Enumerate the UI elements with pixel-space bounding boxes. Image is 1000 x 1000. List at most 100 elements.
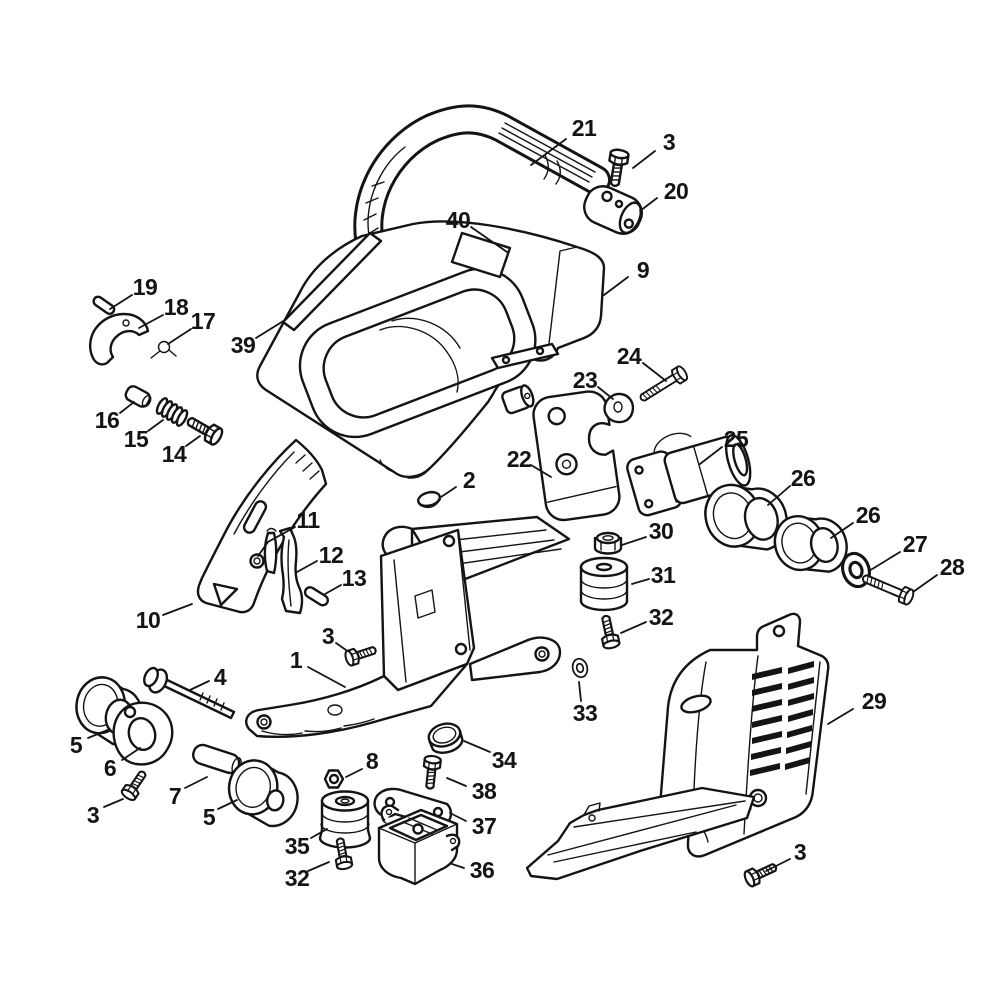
part-number-text: 10 xyxy=(136,607,161,633)
part-label-19: 19 xyxy=(109,274,158,310)
leader-line-26-b xyxy=(830,522,854,539)
part-label-3-a: 3 xyxy=(632,129,676,169)
part-number-text: 3 xyxy=(87,802,99,828)
leader-line-6 xyxy=(121,747,141,761)
leader-line-7 xyxy=(184,776,208,789)
leader-line-1 xyxy=(307,666,346,688)
part-label-15: 15 xyxy=(124,419,164,452)
leader-line-32-a xyxy=(620,621,647,634)
part-label-14: 14 xyxy=(162,435,201,467)
part-number-text: 2 xyxy=(463,467,475,493)
part-number-text: 3 xyxy=(322,623,334,649)
leader-line-39 xyxy=(255,319,286,339)
part-screw-3d xyxy=(741,858,781,889)
part-label-32-b: 32 xyxy=(285,861,330,891)
part-number-text: 32 xyxy=(649,604,674,630)
part-bushing-26b xyxy=(773,515,848,573)
part-number-text: 33 xyxy=(573,700,598,726)
leader-line-3-b xyxy=(335,642,347,651)
leader-line-27 xyxy=(868,551,901,572)
part-label-17: 17 xyxy=(167,308,216,345)
leader-line-36 xyxy=(451,863,465,869)
leader-line-28 xyxy=(912,574,938,593)
part-label-34: 34 xyxy=(463,740,517,773)
part-number-text: 3 xyxy=(663,129,675,155)
part-bushing-26a xyxy=(704,483,788,551)
leader-line-15 xyxy=(147,419,164,432)
leader-line-9 xyxy=(603,276,629,296)
part-throttle-lever-18 xyxy=(88,312,150,366)
part-label-29: 29 xyxy=(827,688,887,725)
part-label-37: 37 xyxy=(449,812,497,839)
part-buffer-5b xyxy=(227,759,299,828)
part-screw-3b xyxy=(342,641,379,668)
part-number-text: 1 xyxy=(290,647,303,673)
part-spring-clip-17 xyxy=(150,340,177,359)
leader-line-14 xyxy=(185,435,201,447)
part-number-text: 36 xyxy=(470,857,495,883)
part-bolt-4 xyxy=(143,666,236,720)
part-screw-32a xyxy=(596,613,622,651)
part-trigger-blade-12 xyxy=(278,526,304,615)
part-number-text: 30 xyxy=(649,518,674,544)
part-label-8: 8 xyxy=(345,748,379,778)
part-number-text: 4 xyxy=(214,664,227,690)
part-number-text: 14 xyxy=(162,441,187,467)
part-label-24: 24 xyxy=(617,343,667,382)
part-number-text: 26 xyxy=(856,502,881,528)
part-screw-28 xyxy=(859,569,917,607)
part-label-3-c: 3 xyxy=(87,798,124,828)
leader-line-23 xyxy=(597,386,614,400)
leader-line-8 xyxy=(345,768,363,778)
part-buffer-31 xyxy=(579,556,629,612)
leader-line-19 xyxy=(109,294,133,310)
leader-line-33 xyxy=(578,681,582,702)
part-number-text: 5 xyxy=(203,804,216,830)
leader-line-35 xyxy=(310,828,328,839)
part-label-35: 35 xyxy=(285,828,328,859)
leader-line-16 xyxy=(119,401,135,414)
part-label-26-a: 26 xyxy=(767,465,816,506)
part-number-text: 11 xyxy=(296,507,320,533)
part-label-22: 22 xyxy=(507,446,552,478)
part-clamp-23 xyxy=(603,392,635,424)
part-label-3-b: 3 xyxy=(322,623,347,651)
part-number-text: 34 xyxy=(492,747,517,773)
part-label-33: 33 xyxy=(573,681,598,726)
leader-line-3-d xyxy=(765,858,791,872)
part-mount-block-36 xyxy=(377,804,461,886)
part-label-5-a: 5 xyxy=(70,728,111,758)
part-label-5-b: 5 xyxy=(203,799,238,830)
part-label-10: 10 xyxy=(136,603,193,633)
part-number-text: 8 xyxy=(366,748,379,774)
part-number-text: 28 xyxy=(940,554,965,580)
part-number-text: 18 xyxy=(164,294,189,320)
part-label-6: 6 xyxy=(104,747,141,781)
part-number-text: 12 xyxy=(319,542,344,568)
leader-line-17 xyxy=(167,328,192,345)
leader-line-37 xyxy=(449,812,467,822)
part-number-text: 7 xyxy=(169,783,181,809)
part-number-text: 19 xyxy=(133,274,158,300)
part-label-16: 16 xyxy=(95,401,135,433)
part-label-28: 28 xyxy=(912,554,965,593)
part-number-text: 26 xyxy=(791,465,816,491)
part-engine-frame xyxy=(245,515,571,738)
part-spring-15 xyxy=(155,397,189,427)
part-screw-14 xyxy=(182,411,226,448)
part-label-40: 40 xyxy=(446,207,508,253)
part-label-21: 21 xyxy=(530,115,597,166)
part-label-20: 20 xyxy=(639,178,689,212)
part-nut-8 xyxy=(323,769,345,789)
part-label-32-a: 32 xyxy=(620,604,674,634)
part-label-31: 31 xyxy=(631,562,676,588)
part-pin-13 xyxy=(303,586,329,607)
part-number-text: 20 xyxy=(664,178,689,204)
part-tank-housing xyxy=(256,220,606,479)
part-base-plate xyxy=(525,786,756,881)
part-number-text: 32 xyxy=(285,865,310,891)
leader-line-34 xyxy=(463,740,491,753)
leader-line-20 xyxy=(639,197,658,212)
leader-line-18 xyxy=(138,314,164,329)
part-label-26-b: 26 xyxy=(830,502,881,539)
